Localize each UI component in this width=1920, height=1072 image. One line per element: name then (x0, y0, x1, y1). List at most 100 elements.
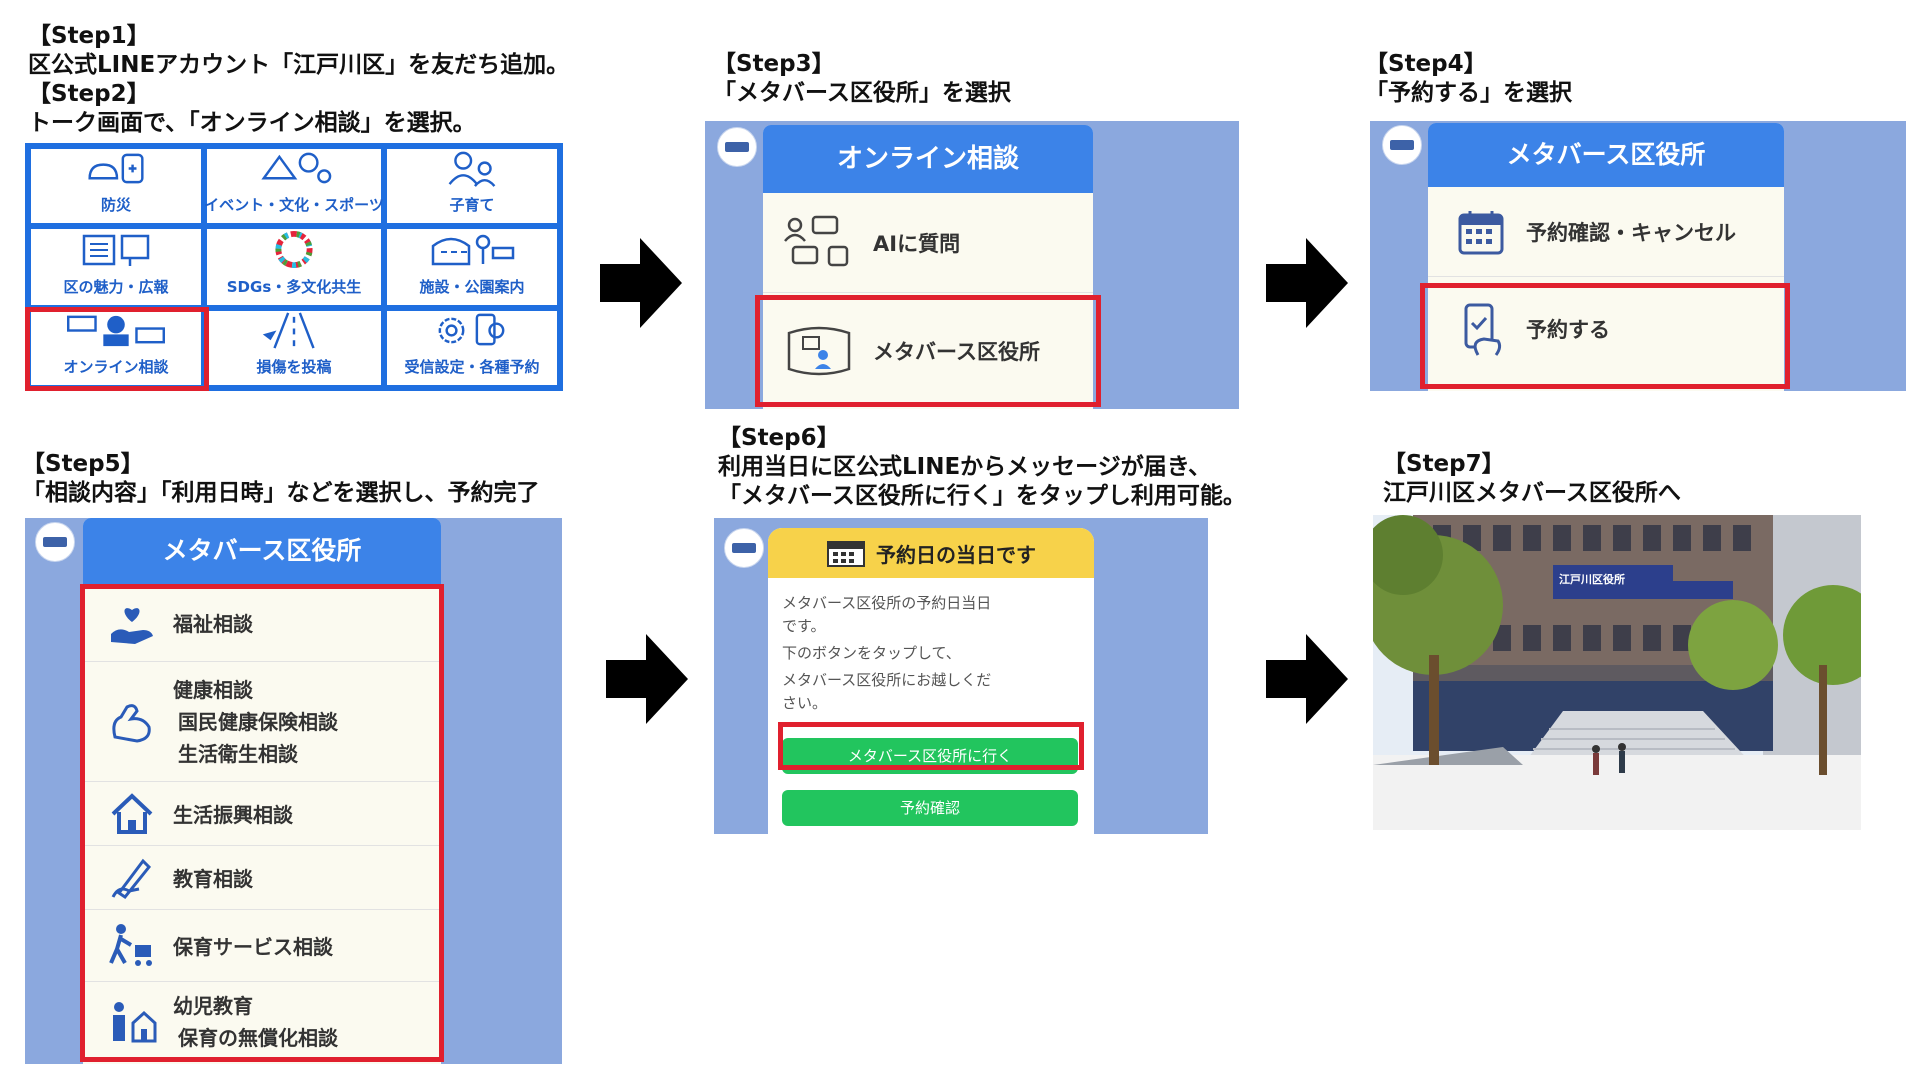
step6-title: 【Step6】 (718, 425, 840, 451)
online-consult-card: オンライン相談 AIに質問 メタバース区役所 (763, 125, 1093, 409)
life-promotion-consult-item[interactable]: 生活振興相談 (83, 782, 441, 846)
menu-item-facility[interactable]: 施設・公園案内 (387, 229, 557, 305)
item-sublabel: 生活衛生相談 (178, 741, 298, 766)
menu-label: SDGs・多文化共生 (226, 278, 362, 296)
house-icon (105, 792, 159, 836)
online-consult-icon (67, 315, 165, 347)
education-consult-item[interactable]: 教育相談 (83, 846, 441, 910)
step6-text-line2: 「メタバース区役所に行く」をタップし利用可能。 (718, 483, 1246, 509)
card-header: メタバース区役所 (1428, 123, 1784, 187)
message-text: さい。 (782, 694, 828, 712)
metaverse-office-card: メタバース区役所 予約確認・キャンセル 予約する (1428, 123, 1784, 391)
menu-item-damage-report[interactable]: 損傷を投稿 (207, 311, 381, 385)
edogawa-logo-icon (724, 528, 764, 568)
message-banner: 予約日の当日です (768, 528, 1094, 578)
road-damage-icon (262, 312, 315, 349)
disaster-icon (88, 153, 144, 184)
childcare-service-consult-item[interactable]: 保育サービス相談 (83, 910, 441, 982)
step1-text: 区公式LINEアカウント「江戸川区」を友だち追加。 (28, 52, 570, 78)
arrow-right-icon (1266, 634, 1348, 724)
highlight-make-reservation (1420, 283, 1790, 389)
item-label: 教育相談 (173, 867, 253, 891)
infant-education-consult-item[interactable]: 幼児教育 保育の無償化相談 (83, 982, 441, 1062)
arrow-right-icon (600, 238, 682, 328)
reservation-check-cancel-item[interactable]: 予約確認・キャンセル (1428, 187, 1784, 277)
reservation-confirm-button[interactable]: 予約確認 (782, 790, 1078, 826)
step5-caption: 【Step5】 「相談内容」「利用日時」などを選択し、予約完了 (22, 450, 540, 508)
arrow-right-icon (1266, 238, 1348, 328)
metaverse-office-item[interactable]: メタバース区役所 (763, 293, 1093, 409)
menu-label: 子育て (449, 196, 495, 214)
menu-item-event[interactable]: イベント・文化・スポーツ (204, 149, 384, 223)
highlight-consult-menu (80, 584, 444, 1062)
health-consult-labels: 健康相談 国民健康保険相談 生活衛生相談 (173, 674, 338, 770)
item-label: 予約確認・キャンセル (1526, 220, 1736, 245)
newspaper-icon (82, 234, 150, 266)
menu-label: 受信設定・各種予約 (404, 358, 540, 376)
step4-title: 【Step4】 (1365, 51, 1487, 77)
item-label: 幼児教育 (173, 994, 253, 1018)
make-reservation-item[interactable]: 予約する (1428, 277, 1784, 381)
hand-heart-icon (105, 600, 159, 646)
rich-menu: 防災 イベント・文化・スポーツ 子育て 区の魅力・広報 SDGs・多文化共生 施… (25, 143, 563, 391)
step6-text-line1: 利用当日に区公式LINEからメッセージが届き、 (718, 454, 1212, 480)
edogawa-logo-icon (35, 522, 75, 562)
item-sublabel: 保育の無償化相談 (178, 1026, 338, 1050)
metaverse-room-icon (779, 323, 859, 379)
menu-item-sdgs[interactable]: SDGs・多文化共生 (207, 229, 381, 305)
pencil-hand-icon (105, 855, 159, 901)
card-header: オンライン相談 (763, 125, 1093, 193)
step5-title: 【Step5】 (22, 451, 144, 477)
item-label: 予約する (1526, 318, 1610, 342)
step4-caption: 【Step4】 「予約する」を選択 (1365, 50, 1572, 108)
family-icon (448, 151, 496, 187)
highlight-metaverse-office (755, 295, 1101, 407)
menu-item-disaster[interactable]: 防災 (31, 149, 201, 223)
ai-question-item[interactable]: AIに質問 (763, 193, 1093, 293)
menu-item-settings-reservation[interactable]: 受信設定・各種予約 (387, 311, 557, 385)
menu-item-pr[interactable]: 区の魅力・広報 (31, 229, 201, 305)
step4-screen: メタバース区役所 予約確認・キャンセル 予約する (1370, 121, 1906, 391)
reservation-day-message: 予約日の当日です メタバース区役所の予約日当日 です。 下のボタンをタップして、… (768, 528, 1094, 834)
step7-caption: 【Step7】 江戸川区メタバース区役所へ (1383, 450, 1681, 508)
message-text: です。 (782, 617, 826, 635)
step3-screen: オンライン相談 AIに質問 メタバース区役所 (705, 121, 1239, 409)
item-label: 生活振興相談 (173, 803, 293, 827)
gear-phone-icon (438, 313, 505, 346)
menu-label: 損傷を投稿 (256, 358, 332, 376)
step2-text: トーク画面で、「オンライン相談」を選択。 (28, 110, 476, 136)
city-hall-building-illustration (1373, 515, 1861, 830)
health-consult-item[interactable]: 健康相談 国民健康保険相談 生活衛生相談 (83, 662, 441, 782)
message-title: 予約日の当日です (876, 542, 1036, 567)
muscle-arm-icon (105, 697, 159, 747)
event-icon (261, 152, 332, 184)
menu-item-online-consult[interactable]: オンライン相談 (31, 311, 201, 385)
calendar-icon (827, 541, 865, 567)
calendar-icon (1454, 207, 1508, 257)
step6-screen: 予約日の当日です メタバース区役所の予約日当日 です。 下のボタンをタップして、… (714, 518, 1208, 834)
welfare-consult-item[interactable]: 福祉相談 (83, 584, 441, 662)
item-sublabel: 国民健康保険相談 (178, 709, 338, 734)
step3-text: 「メタバース区役所」を選択 (713, 80, 1011, 106)
metaverse-city-hall-scene: 江戸川区役所 (1373, 515, 1861, 830)
step7-text: 江戸川区メタバース区役所へ (1383, 480, 1681, 506)
step5-screen: メタバース区役所 福祉相談 健康相談 国民健康保険相談 生活衛生相談 生活振興相… (25, 518, 562, 1064)
menu-label: 施設・公園案内 (419, 278, 525, 296)
infant-education-labels: 幼児教育 保育の無償化相談 (173, 990, 338, 1054)
menu-label: オンライン相談 (63, 358, 169, 376)
phone-tap-icon (1454, 301, 1508, 357)
stroller-walk-icon (105, 923, 159, 969)
item-label: メタバース区役所 (873, 340, 1040, 364)
menu-label: 防災 (100, 196, 131, 214)
consult-menu-card: メタバース区役所 福祉相談 健康相談 国民健康保険相談 生活衛生相談 生活振興相… (83, 518, 441, 1064)
step6-caption: 【Step6】 利用当日に区公式LINEからメッセージが届き、 「メタバース区役… (718, 424, 1246, 511)
menu-label: 区の魅力・広報 (63, 278, 169, 296)
message-text: 下のボタンをタップして、 (782, 644, 961, 662)
menu-label: イベント・文化・スポーツ (204, 196, 384, 214)
message-body: メタバース区役所の予約日当日 です。 下のボタンをタップして、 メタバース区役所… (768, 578, 1094, 715)
edogawa-logo-icon (1382, 125, 1422, 165)
sdgs-wheel-icon (275, 230, 313, 269)
highlight-online-consult (25, 307, 209, 391)
menu-item-childcare[interactable]: 子育て (387, 149, 557, 223)
step4-text: 「予約する」を選択 (1365, 80, 1572, 106)
